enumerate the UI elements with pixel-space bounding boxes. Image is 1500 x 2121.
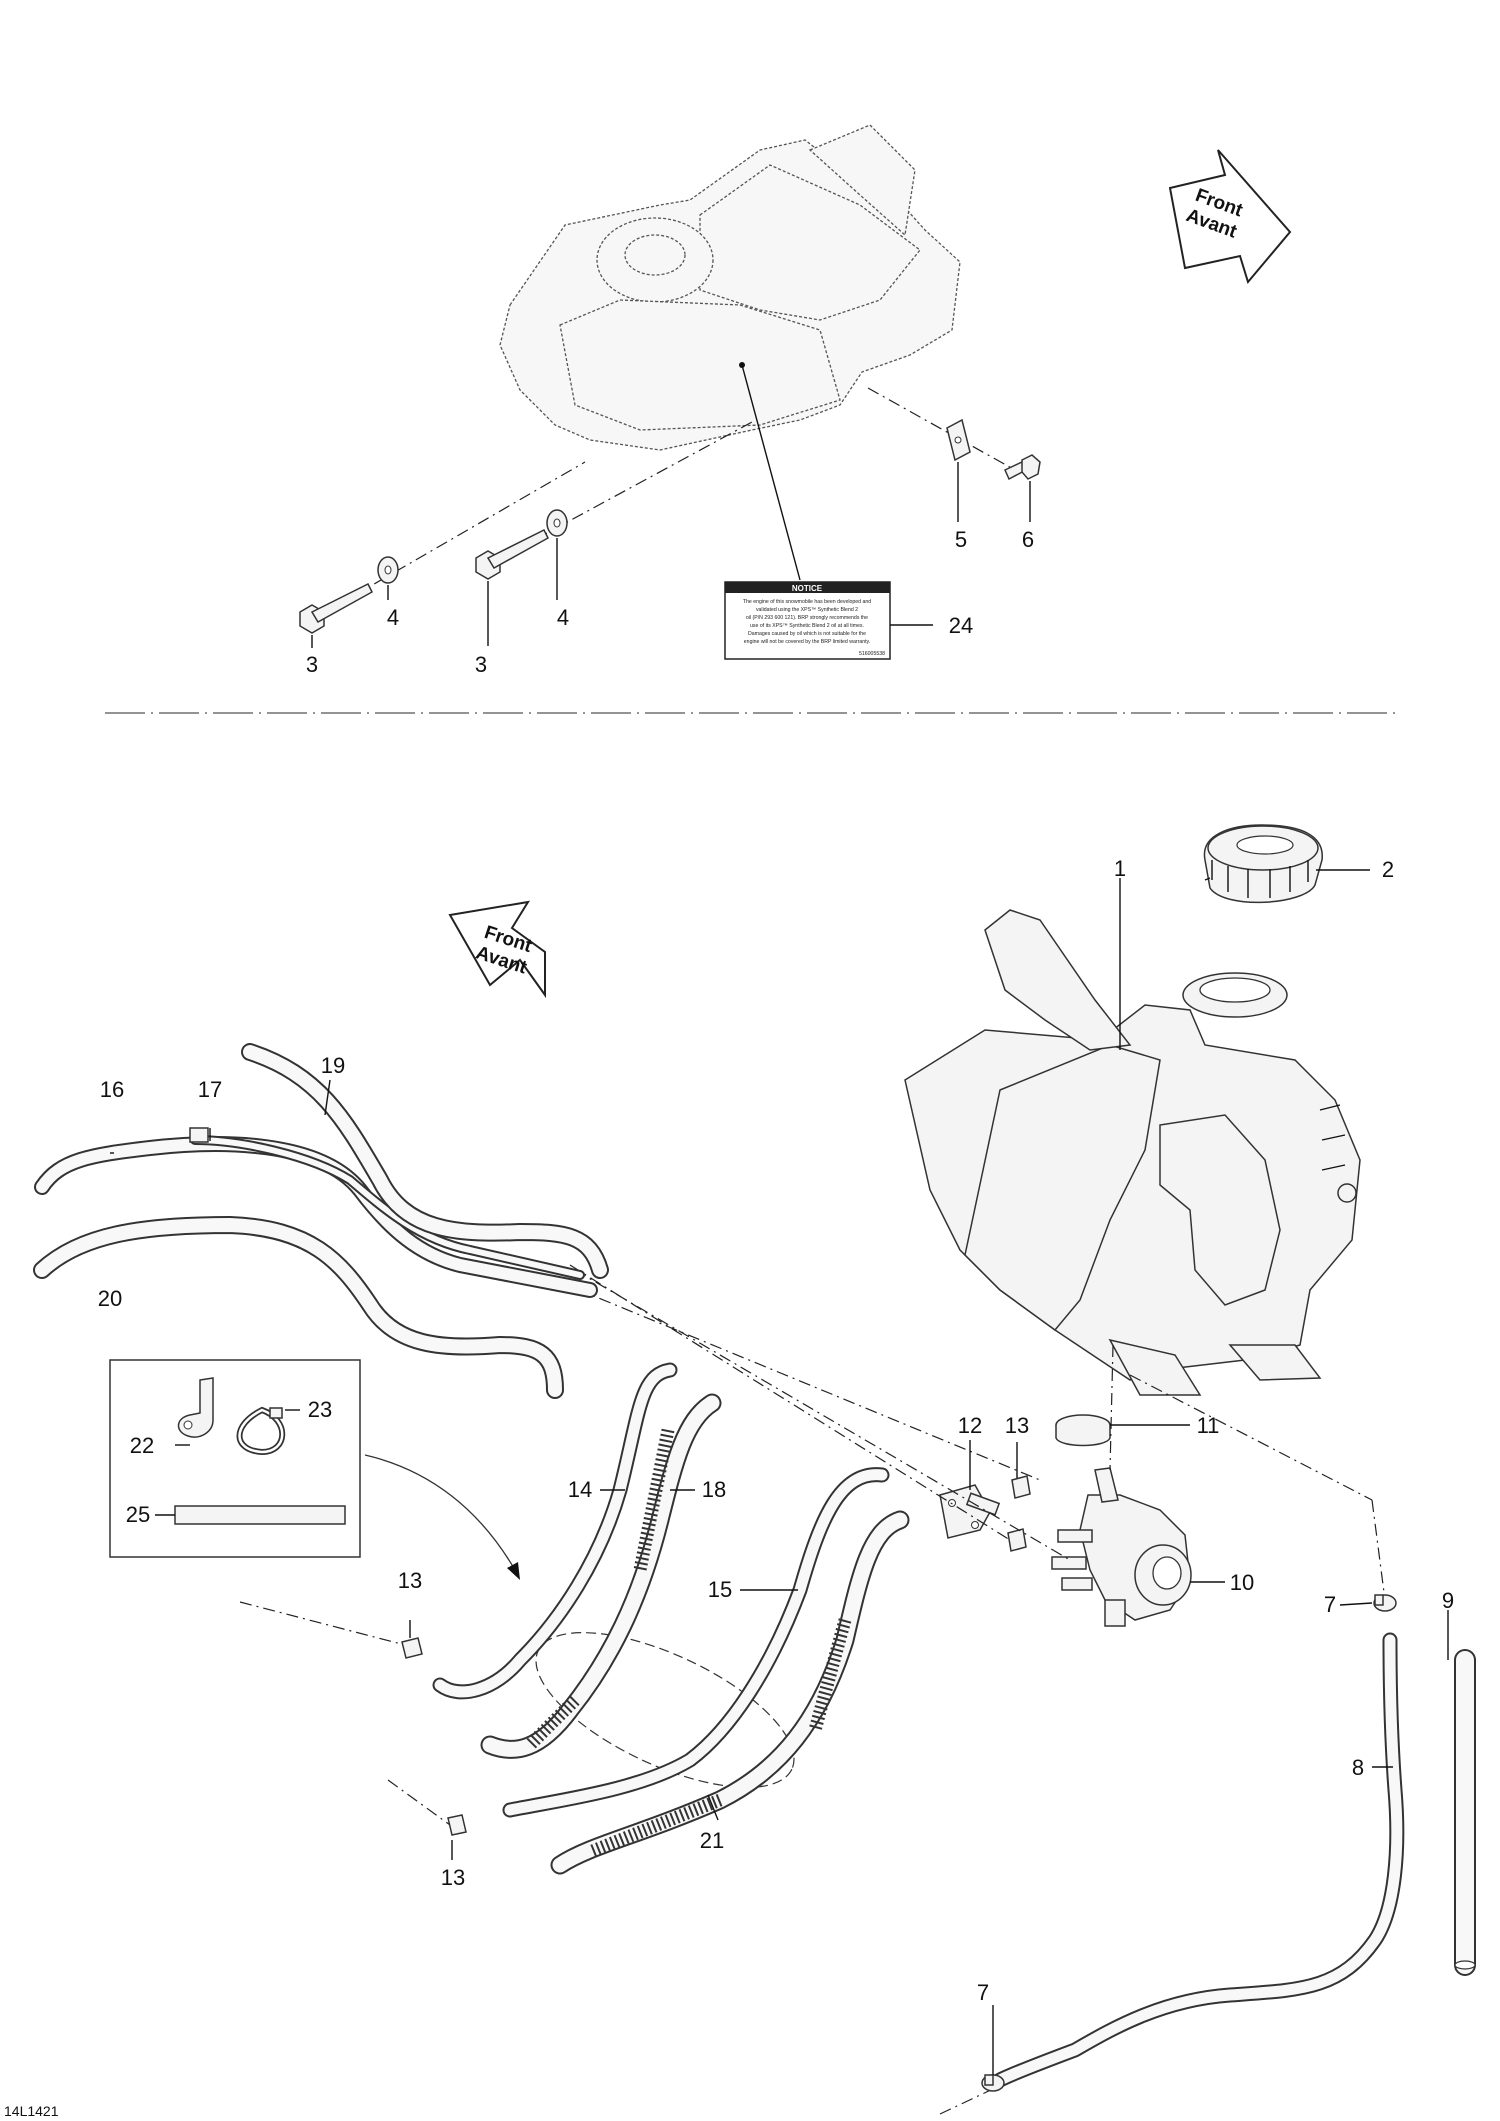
installed-tank-view (499, 124, 961, 451)
screw-3-left (299, 582, 373, 634)
kit-box (109, 1359, 520, 1580)
top-fasteners: NOTICE The engine of this snowmobile has… (299, 364, 1041, 660)
callout-7-lower: 7 (977, 1980, 989, 2005)
oil-tank (904, 909, 1361, 1396)
callout-21: 21 (700, 1828, 724, 1853)
callout-4-left: 4 (387, 605, 399, 630)
hose-18 (480, 1393, 722, 1759)
callout-16: 16 (100, 1077, 124, 1102)
installed-tank-side (559, 299, 841, 431)
clamp-7-lower (981, 2074, 1005, 2092)
hose-group-upper (33, 1043, 609, 1399)
callout-9: 9 (1442, 1588, 1454, 1613)
oil-tank-bracket (984, 909, 1132, 1051)
strip-25 (174, 1505, 346, 1525)
guide-lines (239, 1264, 1386, 2115)
notice-line-2: validated using the XPS™ Synthetic Blend… (756, 607, 858, 613)
oil-tank-fitting (1337, 1183, 1357, 1203)
drawing-number: 14L1421 (4, 2103, 59, 2119)
callout-11: 11 (1197, 1413, 1220, 1438)
notice-line-5: Damages caused by oil which is not suita… (748, 631, 866, 637)
front-arrow-bottom: Front Avant (448, 900, 546, 999)
oil-tank-inner-cavity (1159, 1114, 1281, 1306)
oil-tank-cap (1203, 824, 1323, 904)
callout-19: 19 (321, 1053, 345, 1078)
callouts: 1 2 3 3 4 4 5 6 7 7 8 9 10 11 12 13 13 1… (98, 527, 1454, 2005)
callout-18: 18 (702, 1477, 726, 1502)
callout-20: 20 (98, 1286, 122, 1311)
oil-pump-10 (1051, 1467, 1192, 1627)
hose-14 (432, 1362, 678, 1700)
clip-nut-5 (946, 418, 971, 462)
callout-13-lower: 13 (441, 1865, 465, 1890)
callout-2: 2 (1382, 857, 1394, 882)
callout-12: 12 (958, 1413, 982, 1438)
bracket-22 (177, 1377, 214, 1438)
callout-13-upper: 13 (398, 1568, 422, 1593)
hose-group-lower (401, 1362, 910, 1875)
notice-line-1: The engine of this snowmobile has been d… (743, 599, 871, 605)
callout-22: 22 (130, 1433, 154, 1458)
fittings-13-pump (1007, 1475, 1031, 1552)
axis-line-right (867, 387, 1016, 471)
hose-9 (1454, 1649, 1476, 1976)
notice-code: 516005538 (859, 651, 885, 657)
notice-line-4: use of its XPS™ Synthetic Blend 2 oil at… (750, 623, 864, 629)
installed-tank-cap-inner (624, 234, 686, 276)
notice-heading: NOTICE (792, 584, 823, 593)
hose-19 (241, 1043, 609, 1279)
fitting-13-upper (401, 1637, 423, 1659)
callout-13-pump: 13 (1005, 1413, 1029, 1438)
vent-hose-8 (992, 1632, 1405, 2088)
notice-line-6: engine will not be covered by the BRP li… (744, 639, 870, 645)
callout-3-center: 3 (475, 652, 487, 677)
callout-10: 10 (1230, 1570, 1254, 1595)
callout-6: 6 (1022, 527, 1034, 552)
hose-20 (33, 1216, 564, 1399)
callout-23: 23 (308, 1397, 332, 1422)
screw-6 (1004, 454, 1041, 481)
callout-5: 5 (955, 527, 967, 552)
callout-1: 1 (1114, 856, 1126, 881)
callout-15: 15 (708, 1577, 732, 1602)
hose-21 (550, 1510, 910, 1875)
fitting-13-lower (447, 1814, 467, 1836)
leader-lines-bottom (110, 869, 1449, 2075)
callout-24: 24 (949, 613, 973, 638)
kit-box-frame (109, 1359, 361, 1558)
gasket-12 (939, 1484, 1001, 1539)
hose-clamp-11 (1055, 1414, 1111, 1447)
callout-4-center: 4 (557, 605, 569, 630)
callout-14: 14 (568, 1477, 592, 1502)
screw-3-center (475, 528, 549, 580)
front-arrow-top: Front Avant (1168, 149, 1292, 285)
callout-3-left: 3 (306, 652, 318, 677)
installed-tank-bracket (808, 124, 916, 237)
notice-line-3: oil (P/N 293 600 121). BRP strongly reco… (746, 615, 868, 621)
hose-17 (189, 1127, 585, 1280)
hose-15 (502, 1467, 890, 1818)
installed-tank-top (699, 164, 921, 321)
oil-tank-front-face (964, 1044, 1161, 1332)
clamp-23 (236, 1406, 286, 1456)
callout-8: 8 (1352, 1755, 1364, 1780)
label-leader-line (741, 364, 801, 581)
callout-7-upper: 7 (1324, 1592, 1336, 1617)
callout-25: 25 (126, 1502, 150, 1527)
clamp-7-upper (1373, 1594, 1397, 1612)
notice-label-24: NOTICE The engine of this snowmobile has… (724, 581, 891, 660)
callout-17: 17 (198, 1077, 222, 1102)
